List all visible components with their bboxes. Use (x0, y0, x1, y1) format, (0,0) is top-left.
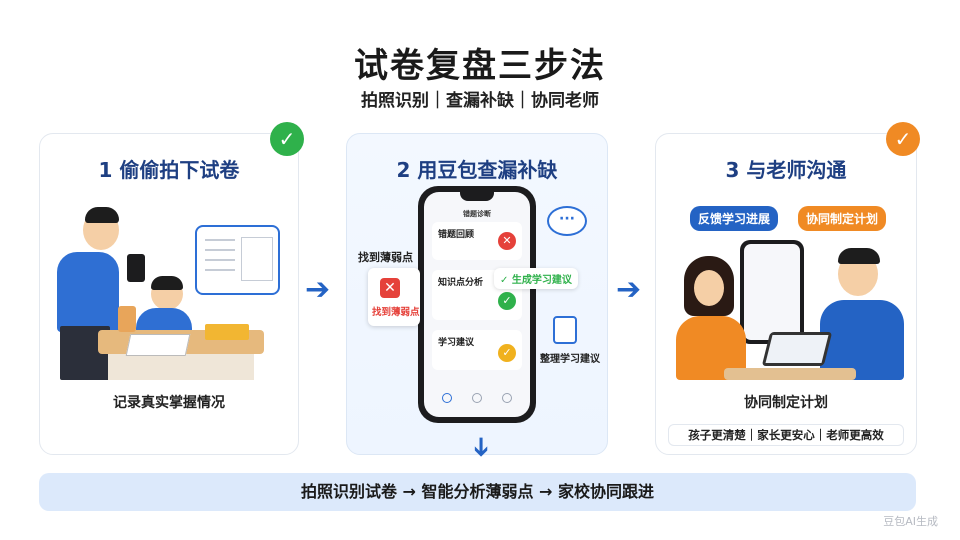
x-icon: ✕ (380, 278, 400, 298)
check-icon: ✓ (498, 292, 516, 310)
label-find-weak: 找到薄弱点 (358, 251, 413, 264)
phone-icon (740, 240, 804, 344)
document-icon (195, 225, 280, 295)
book-stack-icon (205, 324, 249, 340)
step-title-3: 3 与老师沟通 (725, 158, 847, 182)
arrow-right-icon: ➔ (305, 272, 331, 307)
weak-point-card: ✕ 找到薄弱点 (368, 268, 420, 326)
step-caption-1: 记录真实掌握情况 (113, 395, 225, 411)
page-title: 试卷复盘三步法 (354, 46, 606, 86)
pencil-icon: ✓ (498, 344, 516, 362)
check-icon: ✓ (886, 122, 920, 156)
watermark: 豆包AI生成 (883, 515, 938, 528)
screen-title: 错题诊断 (463, 210, 491, 218)
phone-mockup: 错题诊断 错题回顾 ✕ 知识点分析 ✓ 学习建议 ✓ (418, 186, 536, 423)
screen-row-review[interactable]: 错题回顾 ✕ (432, 222, 522, 260)
label-suggestion: 整理学习建议 (540, 354, 600, 365)
tag-feedback-progress: 反馈学习进展 (690, 206, 779, 231)
arrow-right-icon: ➔ (616, 272, 642, 307)
page-subtitle: 拍照识别｜查漏补缺｜协同老师 (361, 91, 599, 111)
step-title-2: 2 用豆包查漏补缺 (396, 158, 558, 182)
profile-icon[interactable] (502, 393, 512, 403)
x-icon: ✕ (498, 232, 516, 250)
step-caption-3: 协同制定计划 (744, 395, 828, 411)
benefit-tags: 孩子更清楚｜家长更安心｜老师更高效 (668, 424, 904, 446)
clock-icon[interactable] (472, 393, 482, 403)
clipboard-icon (553, 316, 577, 344)
screen-row-suggestion[interactable]: 学习建议 ✓ (432, 330, 522, 370)
phone-screen: 错题诊断 错题回顾 ✕ 知识点分析 ✓ 学习建议 ✓ (424, 192, 530, 417)
summary-banner: 拍照识别试卷 → 智能分析薄弱点 → 家校协同跟进 (39, 473, 916, 511)
tab-bar (424, 389, 530, 409)
generate-suggestion-pill: ✓ 生成学习建议 (494, 268, 578, 289)
step-title-1: 1 偷偷拍下试卷 (98, 158, 240, 182)
phone-icon (127, 254, 145, 282)
tablet-icon (761, 332, 833, 366)
chat-bubble-icon: ··· (547, 206, 587, 236)
home-icon[interactable] (442, 393, 452, 403)
check-icon: ✓ (270, 122, 304, 156)
arrow-down-icon: ➔ (465, 436, 496, 458)
tag-co-plan: 协同制定计划 (798, 206, 887, 231)
